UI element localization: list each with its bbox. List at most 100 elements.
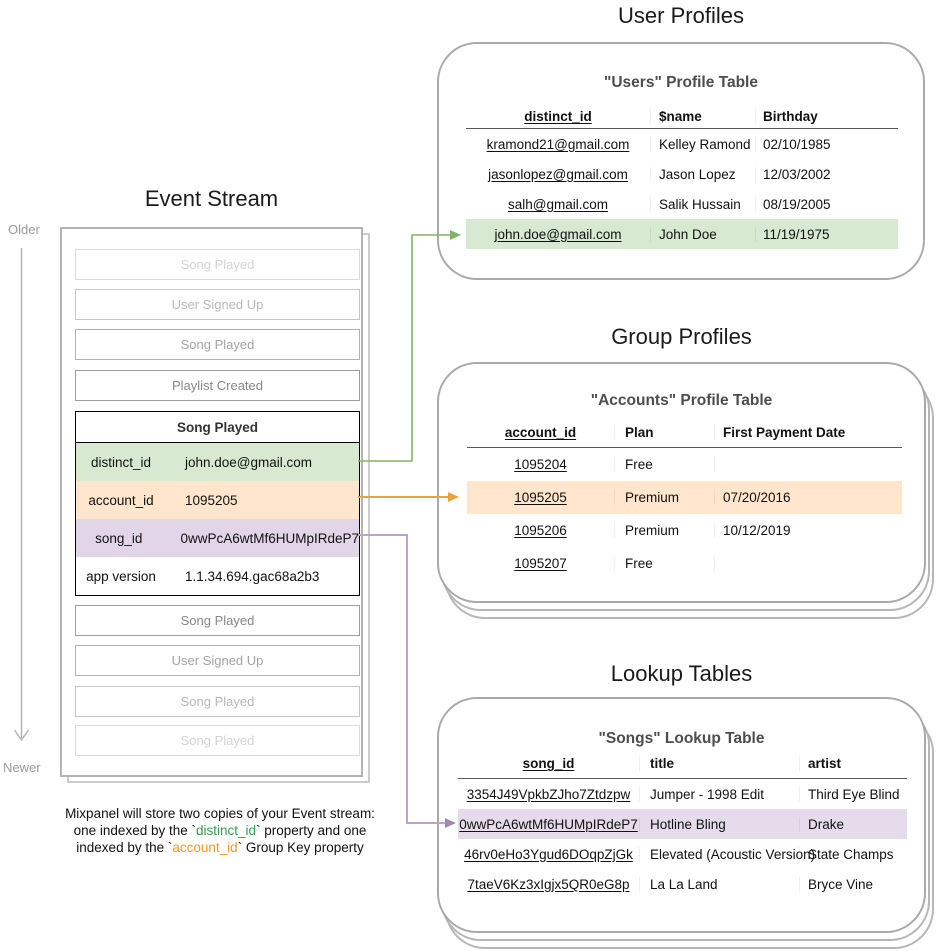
table-row-highlighted-purple: 0wwPcA6wtMf6HUMpIRdeP7 Hotline Bling Dra… xyxy=(458,809,907,839)
cell-title: La La Land xyxy=(640,876,800,892)
cell-title: Hotline Bling xyxy=(640,816,800,832)
event-stream-box: Song Played User Signed Up Song Played P… xyxy=(60,227,363,777)
property-key: distinct_id xyxy=(90,454,152,470)
event-item: Song Played xyxy=(75,329,360,360)
users-table-header: distinct_id $name Birthday xyxy=(466,104,898,129)
cell-first-payment-date: 07/20/2016 xyxy=(723,490,791,505)
cell-song-id: 7taeV6Kz3xIgjx5QR0eG8p xyxy=(458,876,640,892)
cell-account-id: 1095207 xyxy=(467,556,615,571)
event-item: Song Played xyxy=(75,686,360,717)
cell-name: Kelley Ramond xyxy=(651,136,756,152)
property-key: account_id xyxy=(88,492,154,508)
cell-song-id: 0wwPcA6wtMf6HUMpIRdeP7 xyxy=(458,816,640,832)
header-plan: Plan xyxy=(615,425,715,440)
cell-distinct-id: jasonlopez@gmail.com xyxy=(466,166,651,182)
cell-title: Jumper - 1998 Edit xyxy=(640,786,800,802)
property-value: 1095205 xyxy=(185,492,238,508)
newer-label: Newer xyxy=(3,760,41,775)
accounts-table-title: "Accounts" Profile Table xyxy=(590,392,773,409)
cell-plan: Free xyxy=(615,556,715,571)
table-row: 1095207 Free xyxy=(467,547,902,580)
cell-account-id: 1095204 xyxy=(467,457,615,472)
cell-birthday: 02/10/1985 xyxy=(763,136,831,152)
cell-plan: Premium xyxy=(615,523,715,538)
cell-name: Salik Hussain xyxy=(651,196,756,212)
users-table-title: "Users" Profile Table xyxy=(604,74,758,91)
table-row: 1095206 Premium 10/12/2019 xyxy=(467,514,902,547)
event-item: Playlist Created xyxy=(75,370,360,401)
cell-song-id: 46rv0eHo3Ygud6DOqpZjGk xyxy=(458,846,640,862)
property-row-account-id: account_id 1095205 xyxy=(76,481,359,519)
header-title: title xyxy=(640,756,800,771)
footer-line2-pre: one indexed by the ` xyxy=(73,823,196,838)
table-row: kramond21@gmail.com Kelley Ramond 02/10/… xyxy=(466,129,898,159)
footer-note: Mixpanel will store two copies of your E… xyxy=(40,805,400,856)
accounts-table: account_id Plan First Payment Date 10952… xyxy=(467,418,902,580)
cell-song-id: 3354J49VpkbZJho7Ztdzpw xyxy=(458,786,640,802)
table-row: 3354J49VpkbZJho7Ztdzpw Jumper - 1998 Edi… xyxy=(458,779,907,809)
table-row: 7taeV6Kz3xIgjx5QR0eG8p La La Land Bryce … xyxy=(458,869,907,899)
header-distinct-id: distinct_id xyxy=(466,108,651,124)
property-key: app version xyxy=(86,568,156,584)
user-profiles-title: User Profiles xyxy=(618,3,744,28)
footer-distinct-id-key: distinct_id xyxy=(195,823,257,838)
older-newer-axis-arrow xyxy=(13,248,30,742)
songs-table-header: song_id title artist xyxy=(458,749,907,779)
property-value: 1.1.34.694.gac68a2b3 xyxy=(185,568,320,584)
property-value: 0wwPcA6wtMf6HUMpIRdeP7 xyxy=(180,530,359,546)
footer-line1: Mixpanel will store two copies of your E… xyxy=(65,806,375,821)
cell-name: Jason Lopez xyxy=(651,166,756,182)
event-item: User Signed Up xyxy=(75,645,360,676)
songs-table-title: "Songs" Lookup Table xyxy=(598,730,765,747)
table-row: salh@gmail.com Salik Hussain 08/19/2005 xyxy=(466,189,898,219)
event-item: Song Played xyxy=(75,605,360,636)
lookup-tables-title: Lookup Tables xyxy=(610,661,753,686)
property-key: song_id xyxy=(95,530,143,546)
cell-artist: State Champs xyxy=(808,846,894,862)
cell-plan: Free xyxy=(615,457,715,472)
table-row-highlighted-orange: 1095205 Premium 07/20/2016 xyxy=(467,481,902,514)
users-table: distinct_id $name Birthday kramond21@gma… xyxy=(466,104,898,249)
cell-plan: Premium xyxy=(615,490,715,505)
cell-distinct-id: salh@gmail.com xyxy=(466,196,651,212)
table-row: 1095204 Free xyxy=(467,448,902,481)
header-song-id: song_id xyxy=(458,756,640,771)
cell-account-id: 1095205 xyxy=(467,490,615,505)
cell-birthday: 12/03/2002 xyxy=(763,166,831,182)
footer-account-id-key: account_id xyxy=(172,840,238,855)
accounts-table-header: account_id Plan First Payment Date xyxy=(467,418,902,448)
header-name: $name xyxy=(651,108,756,124)
header-artist: artist xyxy=(808,756,842,771)
cell-artist: Bryce Vine xyxy=(808,876,874,892)
group-profiles-title: Group Profiles xyxy=(611,324,752,349)
expanded-event-card: Song Played distinct_id john.doe@gmail.c… xyxy=(75,411,360,596)
event-stream-title: Event Stream xyxy=(144,186,279,211)
table-row: jasonlopez@gmail.com Jason Lopez 12/03/2… xyxy=(466,159,898,189)
event-item: User Signed Up xyxy=(75,289,360,320)
older-label: Older xyxy=(8,222,40,237)
expanded-event-title: Song Played xyxy=(76,412,359,443)
header-account-id: account_id xyxy=(467,425,615,440)
cell-name: John Doe xyxy=(651,226,756,242)
footer-line2-post: ` property and one xyxy=(256,823,367,838)
property-row-distinct-id: distinct_id john.doe@gmail.com xyxy=(76,443,359,481)
cell-first-payment-date: 10/12/2019 xyxy=(723,523,791,538)
footer-line3-pre: indexed by the ` xyxy=(76,840,173,855)
property-row-app-version: app version 1.1.34.694.gac68a2b3 xyxy=(76,557,359,595)
songs-table: song_id title artist 3354J49VpkbZJho7Ztd… xyxy=(458,749,907,899)
table-row-highlighted-green: john.doe@gmail.com John Doe 11/19/1975 xyxy=(466,219,898,249)
cell-birthday: 11/19/1975 xyxy=(763,226,830,242)
cell-title: Elevated (Acoustic Version) xyxy=(640,846,815,862)
table-row: 46rv0eHo3Ygud6DOqpZjGk Elevated (Acousti… xyxy=(458,839,907,869)
footer-line3-post: ` Group Key property xyxy=(237,840,364,855)
event-item: Song Played xyxy=(75,249,360,280)
property-row-song-id: song_id 0wwPcA6wtMf6HUMpIRdeP7 xyxy=(76,519,359,557)
header-birthday: Birthday xyxy=(763,108,818,124)
cell-distinct-id: john.doe@gmail.com xyxy=(466,226,651,242)
header-first-payment-date: First Payment Date xyxy=(723,425,846,440)
cell-artist: Drake xyxy=(808,816,845,832)
event-item: Song Played xyxy=(75,725,360,756)
cell-artist: Third Eye Blind xyxy=(808,786,900,802)
cell-account-id: 1095206 xyxy=(467,523,615,538)
